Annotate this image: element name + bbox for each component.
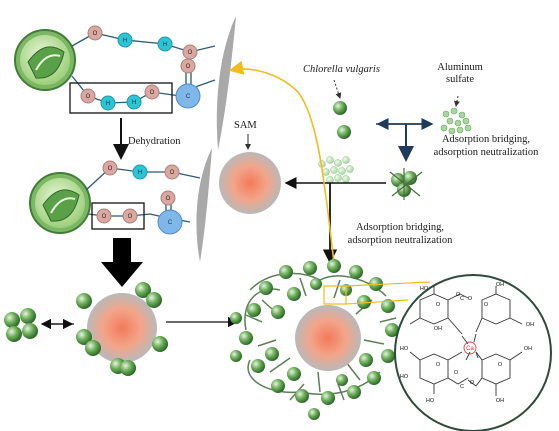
svg-text:O: O <box>188 50 193 56</box>
aluminum-label-line1: Aluminum <box>437 62 483 73</box>
svg-text:O: O <box>128 214 133 220</box>
svg-text:C: C <box>460 384 464 390</box>
zoom-line-bottom <box>345 299 409 305</box>
top-cell-group <box>14 29 76 91</box>
svg-text:O: O <box>186 64 191 70</box>
sam-surface-top <box>216 16 236 150</box>
svg-text:O: O <box>436 302 441 308</box>
chlorella-cells <box>333 101 351 139</box>
svg-text:OH: OH <box>526 322 534 328</box>
svg-text:O: O <box>436 362 441 368</box>
svg-text:O: O <box>102 214 107 220</box>
svg-text:O: O <box>166 196 171 202</box>
svg-text:HO: HO <box>400 346 409 352</box>
zoom-box <box>323 285 347 305</box>
big-floc <box>230 259 399 420</box>
svg-text:OH: OH <box>496 398 504 404</box>
yellow-link-arrow <box>228 60 335 263</box>
svg-text:O: O <box>86 94 91 100</box>
svg-text:O: O <box>454 370 459 376</box>
svg-text:H: H <box>106 101 110 107</box>
top-atoms <box>80 25 201 111</box>
svg-text:O: O <box>108 166 113 172</box>
sam-surface-mid <box>196 148 212 262</box>
mid-cell-group <box>29 172 91 234</box>
svg-text:O: O <box>468 296 473 302</box>
sam-particle <box>219 152 281 214</box>
svg-text:O: O <box>484 302 489 308</box>
dehydration-box-mid <box>91 202 145 230</box>
dehydration-label: Dehydration <box>128 136 181 147</box>
zoom-line-top <box>345 281 431 287</box>
svg-text:H: H <box>123 38 127 44</box>
svg-text:O: O <box>93 31 98 37</box>
svg-text:OH: OH <box>524 346 532 352</box>
svg-text:C: C <box>186 94 191 100</box>
svg-text:OH: OH <box>434 326 442 332</box>
svg-text:O: O <box>470 380 475 386</box>
bridging-mid-line2: adsorption neutralization <box>347 235 453 246</box>
calcium-label: Ca <box>466 346 474 352</box>
svg-text:O: O <box>170 170 175 176</box>
svg-text:OH: OH <box>496 282 504 288</box>
bridging-mid-line1: Adsorption bridging, <box>355 222 445 233</box>
coated-particle-left <box>76 282 168 376</box>
big-down-arrow <box>101 238 143 287</box>
svg-text:HO: HO <box>400 374 409 380</box>
svg-text:H: H <box>138 170 142 176</box>
small-floc-right <box>389 168 423 200</box>
mid-atom-labels: O H O O O O C <box>102 166 175 226</box>
aluminum-pointer <box>454 95 460 107</box>
pale-algae-dots <box>318 156 354 184</box>
svg-text:H: H <box>132 100 136 106</box>
chlorella-label: Chlorella vulgaris <box>303 64 380 75</box>
chlorella-pointer <box>333 79 342 99</box>
svg-text:C: C <box>460 296 464 302</box>
svg-text:HO: HO <box>420 286 429 292</box>
svg-text:O: O <box>498 362 503 368</box>
algae-cluster-left <box>4 308 38 342</box>
svg-text:C: C <box>168 220 173 226</box>
aluminum-sulfate-dots <box>440 107 472 135</box>
sam-label: SAM <box>234 120 257 131</box>
svg-text:O: O <box>456 292 461 298</box>
bridging-right-line1: Adsorption bridging, <box>441 134 531 145</box>
bridging-right-line2: adsorption neutralization <box>433 147 539 158</box>
dehydration-box-top <box>69 82 173 114</box>
svg-text:H: H <box>163 42 167 48</box>
svg-text:O: O <box>150 90 155 96</box>
top-atom-labels: O H H O O O H H O C <box>86 31 193 107</box>
aluminum-label-line2: sulfate <box>446 74 474 85</box>
zoom-circle: HO O O C O OH OH OH O HO O OH O HO OH C … <box>394 274 552 431</box>
mid-atoms <box>96 160 183 235</box>
svg-text:HO: HO <box>426 398 435 404</box>
